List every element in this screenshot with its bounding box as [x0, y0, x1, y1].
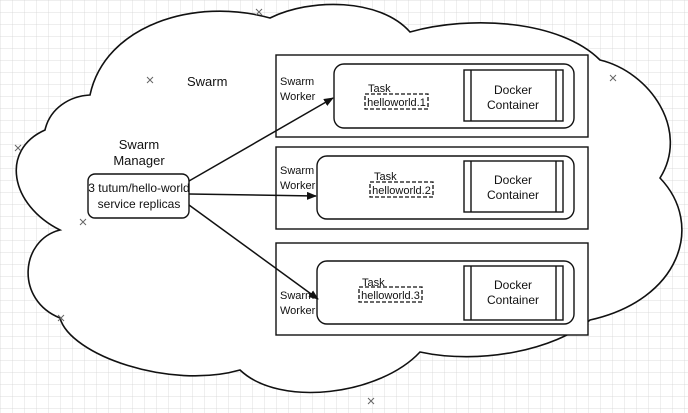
- container-line1: Docker: [494, 173, 532, 187]
- edge-manager-to-task-1: [188, 97, 334, 182]
- worker-node-1: Swarm Worker Task helloworld.1 Docker Co…: [275, 54, 589, 138]
- task-label: Task: [374, 171, 397, 183]
- worker-label-line2: Worker: [280, 180, 316, 192]
- task-name: helloworld.2: [372, 185, 431, 197]
- manager-service-line1: 3 tutum/hello-world: [88, 181, 189, 195]
- container-box: [463, 265, 564, 321]
- edge-manager-to-task-2: [188, 191, 317, 200]
- container-line1: Docker: [494, 83, 532, 97]
- task-name-box: [369, 181, 434, 198]
- container-line2: Container: [487, 293, 539, 307]
- task-name-box: [364, 93, 429, 110]
- container-line2: Container: [487, 188, 539, 202]
- container-box: [463, 69, 564, 122]
- worker-label-line2: Worker: [280, 91, 316, 103]
- edge-manager-to-task-3: [188, 204, 319, 300]
- worker-node-3: Swarm Worker Task helloworld.3 Docker Co…: [275, 242, 589, 336]
- manager-title-line2: Manager: [113, 153, 165, 168]
- task-label: Task: [362, 277, 385, 289]
- manager-service-box: [87, 173, 190, 219]
- worker-node-2: Swarm Worker Task helloworld.2 Docker Co…: [275, 146, 589, 230]
- worker-label-line1: Swarm: [280, 165, 314, 177]
- worker-label-line2: Worker: [280, 305, 316, 317]
- manager-title-line1: Swarm: [119, 137, 159, 152]
- worker-label-line1: Swarm: [280, 76, 314, 88]
- task-name: helloworld.1: [367, 97, 426, 109]
- manager-service-line2: service replicas: [98, 197, 181, 211]
- container-box: [463, 160, 564, 213]
- task-name-box: [358, 286, 423, 303]
- container-line1: Docker: [494, 278, 532, 292]
- container-line2: Container: [487, 98, 539, 112]
- task-label: Task: [368, 83, 391, 95]
- task-name: helloworld.3: [361, 290, 420, 302]
- swarm-label: Swarm: [187, 74, 227, 89]
- worker-label-line1: Swarm: [280, 290, 314, 302]
